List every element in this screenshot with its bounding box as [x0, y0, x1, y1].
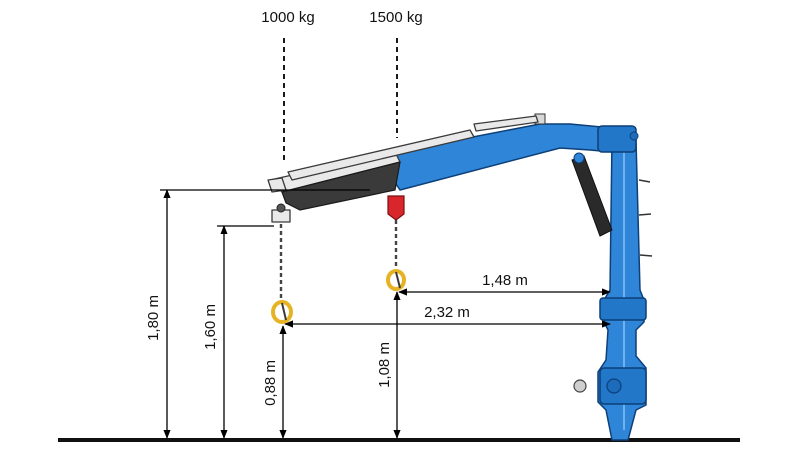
crane-extension-boom [267, 115, 539, 223]
dim-outer-hook-height-label: 0,88 m [262, 360, 279, 406]
load-label-outer: 1000 kg [261, 9, 314, 26]
crane-main-boom [391, 113, 639, 191]
dim-boom-height-label: 1,80 m [145, 295, 162, 341]
dim-inner-hook-height-label: 1,08 m [376, 342, 393, 388]
crane-mast [573, 139, 653, 441]
hydraulic-cylinder [571, 152, 613, 237]
load-label-inner: 1500 kg [369, 9, 422, 26]
dim-inner-reach-label: 1,48 m [482, 272, 528, 289]
dim-outer-reach-label: 2,32 m [424, 304, 470, 321]
outer-hook-assembly [271, 224, 293, 324]
inner-hook-assembly [386, 195, 406, 291]
dim-tip-height-label: 1,60 m [202, 304, 219, 350]
